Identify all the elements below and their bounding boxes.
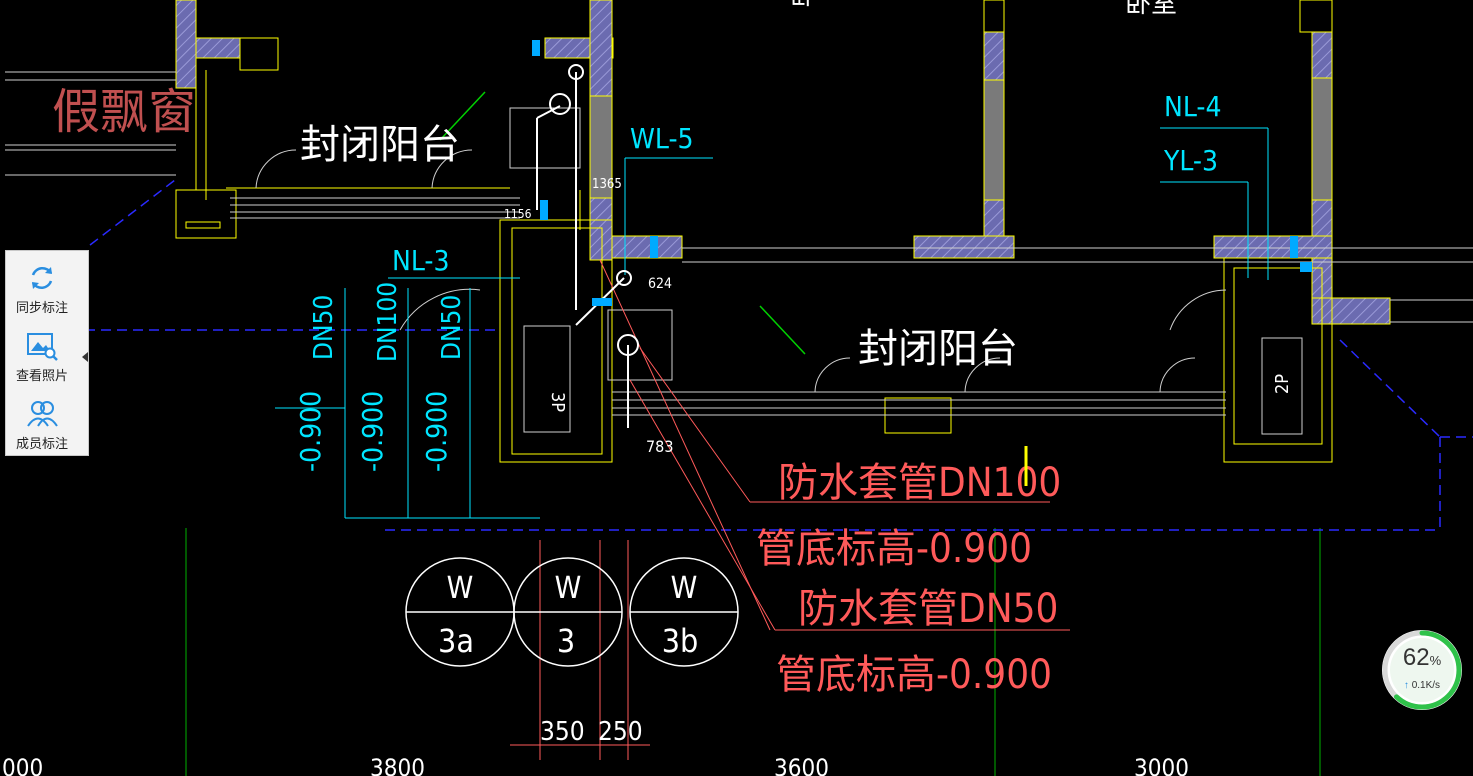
photo-search-icon: [27, 333, 58, 361]
members-icon: [27, 401, 58, 427]
dim-1365: 1365: [592, 177, 622, 192]
speed-percent: 62%: [1380, 644, 1464, 672]
sync-annotation-button[interactable]: 同步标注: [6, 255, 78, 321]
yellow-linework: [175, 0, 1333, 463]
cyan-linework: [275, 127, 1269, 519]
sleeve-dn100-label: 防水套管DN100: [778, 460, 1061, 506]
dim-350: 350: [540, 717, 585, 747]
pipe-markers: [532, 40, 1312, 306]
walls: [175, 0, 1391, 325]
closed-balcony-label-1: 封闭阳台: [300, 122, 460, 168]
sync-icon: [31, 266, 53, 290]
annotation-side-panel: 同步标注 查看照片 成员标注: [5, 250, 89, 456]
axis-dim-left: 000: [2, 754, 43, 776]
box-2p-label: 2P: [1272, 374, 1293, 394]
axis-bubble-3: W 3: [513, 557, 623, 667]
dim-624: 624: [648, 276, 672, 292]
axis-bubble-3b: W 3b: [629, 557, 739, 667]
speed-percent-value: 62: [1402, 644, 1430, 671]
bottom-elevation-label-2: 管底标高-0.900: [776, 652, 1052, 698]
view-photos-button[interactable]: 查看照片: [6, 323, 78, 389]
grey-linework: [5, 71, 1473, 435]
bottom-elevation-label-1: 管底标高-0.900: [756, 526, 1032, 572]
axis-bubble-3-bottom: 3: [557, 622, 575, 660]
axis-bubble-3a-top: W: [447, 571, 474, 606]
upload-arrow-icon: ↑: [1403, 680, 1412, 691]
axis-bubble-3b-bottom: 3b: [662, 622, 699, 660]
red-linework: [510, 259, 1070, 760]
speed-progress-ring: [1382, 630, 1462, 710]
axis-bubble-3b-top: W: [671, 571, 698, 606]
fake-bay-window-label: 假飘窗: [52, 84, 196, 140]
sleeve-dn50-label: 防水套管DN50: [798, 586, 1058, 632]
collapse-panel-button[interactable]: [80, 349, 90, 363]
axis-bubble-3-top: W: [555, 571, 582, 606]
wl5-label: WL-5: [630, 122, 694, 155]
axis-dim-3000: 3000: [1134, 754, 1189, 776]
dim-250: 250: [598, 717, 643, 747]
elevation-label-2: -0.900: [356, 391, 389, 472]
dim-1156: 1156: [504, 207, 532, 221]
elevation-label-1: -0.900: [294, 391, 327, 472]
axis-bubble-3a-bottom: 3a: [438, 622, 474, 660]
chevron-left-icon: [82, 352, 88, 362]
room-label-top-left: 卧: [790, 0, 816, 11]
dashed-outline: [5, 179, 1473, 531]
axis-dim-3600: 3600: [774, 754, 829, 776]
speed-percent-unit: %: [1429, 653, 1442, 668]
room-label-top-right: 卧室: [1125, 0, 1177, 19]
speed-rate: ↑ 0.1K/s: [1380, 680, 1464, 691]
axis-dim-3800: 3800: [370, 754, 425, 776]
network-speed-widget[interactable]: 62% ↑ 0.1K/s: [1380, 628, 1464, 712]
yl3-label: YL-3: [1163, 144, 1218, 177]
sync-annotation-label: 同步标注: [15, 300, 68, 315]
green-arrows: [439, 91, 806, 355]
box-3p-label: 3P: [547, 392, 568, 412]
elevation-label-3: -0.900: [420, 391, 453, 472]
dim-783: 783: [646, 437, 673, 456]
view-photos-label: 查看照片: [15, 368, 68, 383]
axis-bubbles: W 3a W 3 W 3b: [405, 557, 739, 667]
dn50-label-2: DN50: [437, 295, 467, 360]
axis-lines: [185, 528, 1321, 776]
dn50-label-1: DN50: [309, 295, 339, 360]
speed-rate-value: 0.1K/s: [1411, 680, 1441, 691]
drawing-labels: 假飘窗 封闭阳台 封闭阳台 卧 卧室 WL-5 NL-3 NL-4 YL-3 D…: [2, 0, 1293, 776]
member-annotation-label: 成员标注: [15, 436, 68, 451]
dn100-label: DN100: [373, 282, 403, 362]
axis-bubble-3a: W 3a: [405, 557, 515, 667]
member-annotation-button[interactable]: 成员标注: [6, 391, 78, 457]
nl4-label: NL-4: [1164, 90, 1222, 123]
nl3-label: NL-3: [392, 244, 450, 277]
closed-balcony-label-2: 封闭阳台: [858, 326, 1018, 372]
